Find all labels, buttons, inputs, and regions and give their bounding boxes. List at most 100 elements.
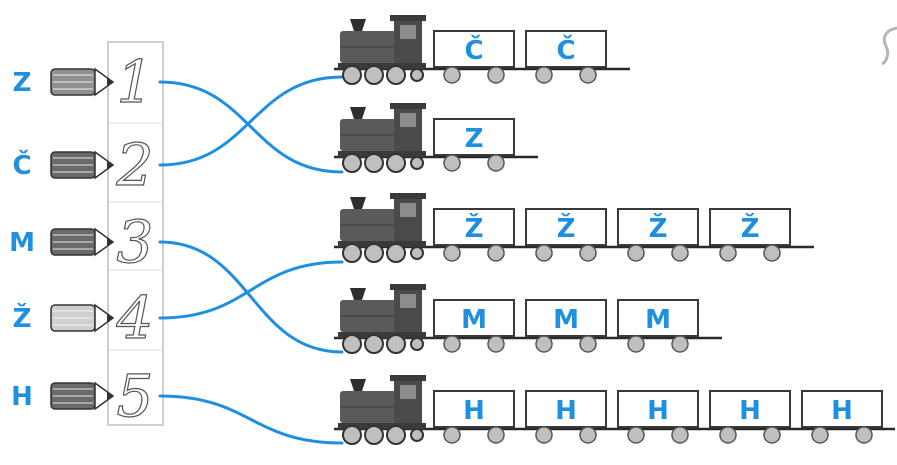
connection-line <box>158 394 344 445</box>
locomotive-icon <box>338 193 426 263</box>
wagon: M <box>617 299 699 353</box>
train-2: Z <box>334 103 538 173</box>
engine-wheel <box>342 425 362 445</box>
wagon: Z <box>433 118 515 172</box>
number-box <box>107 41 164 426</box>
chimney <box>350 288 366 300</box>
row-letter: M <box>9 228 35 258</box>
wagon-body <box>709 390 791 428</box>
engine-wheel <box>410 156 424 170</box>
locomotive-icon <box>338 375 426 445</box>
wagon-letter: H <box>739 396 761 426</box>
wagon-wheel <box>487 426 505 444</box>
wagon-wheel <box>579 66 597 84</box>
wagon-letter: Ž <box>741 212 760 244</box>
engine-wheel <box>342 65 362 85</box>
wagon-wheel <box>763 426 781 444</box>
engine-wheel <box>342 334 362 354</box>
wagon-wheel <box>443 335 461 353</box>
engine-wheel <box>364 334 384 354</box>
pencil-tip <box>94 381 115 411</box>
engine-wheel <box>364 153 384 173</box>
pencil-icon <box>50 67 115 97</box>
row-letter: H <box>11 382 33 412</box>
cab-window <box>400 294 416 308</box>
wagon: H <box>433 390 515 444</box>
connection-lines <box>158 75 344 445</box>
wagon-wheel <box>535 244 553 262</box>
wagon-wheel <box>579 426 597 444</box>
connection-line <box>158 80 344 174</box>
wagon-letter: H <box>647 396 669 426</box>
cab-roof <box>390 15 426 21</box>
wagon-wheel <box>671 244 689 262</box>
row-number: 2 <box>116 131 154 199</box>
engine-wheel <box>386 334 406 354</box>
wagon-wheel <box>579 244 597 262</box>
engine-frame <box>338 332 426 338</box>
engine-wheel <box>410 428 424 442</box>
row-number: 1 <box>117 48 154 116</box>
wagon: H <box>525 390 607 444</box>
chimney <box>350 19 366 31</box>
row-number: 3 <box>117 208 154 276</box>
wagon-letter: Č <box>464 34 483 66</box>
wagon-letter: H <box>463 396 485 426</box>
engine-wheel <box>342 243 362 263</box>
wagon: H <box>709 390 791 444</box>
wagon-letter: Ž <box>465 212 484 244</box>
wagon-body <box>801 390 883 428</box>
engine-wheel <box>410 246 424 260</box>
connection-line <box>158 75 344 167</box>
chimney <box>350 379 366 391</box>
pencil-lead <box>107 314 113 322</box>
engine-wheel <box>364 425 384 445</box>
wagon-body <box>709 208 791 246</box>
wagon-wheel <box>627 244 645 262</box>
wagon: Ž <box>433 208 515 262</box>
wagon-wheel <box>487 154 505 172</box>
wagon-body <box>617 299 699 337</box>
engine-frame <box>338 423 426 429</box>
wagon-letter: Č <box>556 34 575 66</box>
cab-window <box>400 203 416 217</box>
wagon-body <box>525 390 607 428</box>
wagon-wheel <box>535 66 553 84</box>
connection-line <box>158 260 344 320</box>
wagon-wheel <box>443 426 461 444</box>
wagon-wheel <box>671 335 689 353</box>
row-number: 5 <box>117 362 154 430</box>
pencil-tip <box>94 150 115 180</box>
pencil-icon <box>50 150 115 180</box>
engine-wheel <box>386 243 406 263</box>
cab-roof <box>390 375 426 381</box>
pencil-icon <box>50 227 115 257</box>
chimney <box>350 107 366 119</box>
engine-wheel <box>386 425 406 445</box>
pencil-lead <box>107 392 113 400</box>
wagon: Č <box>525 30 607 84</box>
engine-wheel <box>364 243 384 263</box>
engine-wheel <box>410 337 424 351</box>
cab-window <box>400 385 416 399</box>
number-box-frame <box>107 41 164 426</box>
row-letter: Ž <box>13 302 32 334</box>
connection-line <box>158 240 344 354</box>
engine-wheel <box>342 153 362 173</box>
wagon-wheel <box>487 66 505 84</box>
wagon-wheel <box>535 335 553 353</box>
wagon-body <box>617 390 699 428</box>
wagon-letter: H <box>555 396 577 426</box>
row-number: 4 <box>116 284 154 352</box>
pencil-tip <box>94 227 115 257</box>
wagon-letter: H <box>831 396 853 426</box>
pencil-icon <box>50 381 115 411</box>
